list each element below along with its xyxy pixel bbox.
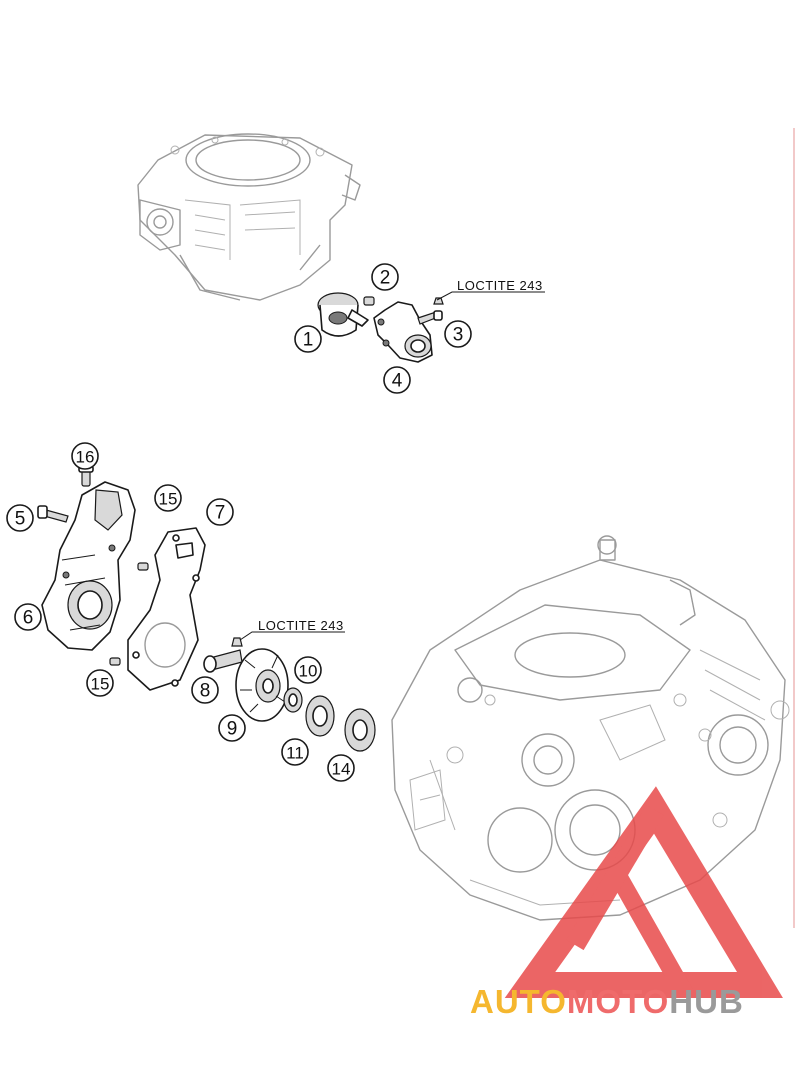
loctite-middle-leader <box>239 631 345 641</box>
callout-6: 6 <box>14 603 42 631</box>
loctite-note-top: LOCTITE 243 <box>457 278 543 293</box>
washer-hole <box>288 693 298 707</box>
callout-9: 9 <box>218 714 246 742</box>
leader-lines <box>239 291 545 641</box>
svg-text:15: 15 <box>91 675 110 694</box>
brand-part-moto: MOTO <box>566 983 670 1020</box>
svg-text:4: 4 <box>392 371 403 392</box>
inner-triangle <box>545 860 696 994</box>
callout-8: 8 <box>191 676 219 704</box>
svg-text:2: 2 <box>380 268 391 289</box>
thermostat-housing-part <box>373 301 433 363</box>
callout-15-upper: 15 <box>154 484 182 512</box>
loctite-top-leader <box>436 291 545 301</box>
callout-16: 16 <box>71 442 99 470</box>
svg-text:7: 7 <box>215 503 226 524</box>
thermostat-part <box>317 292 369 337</box>
callout-5: 5 <box>6 504 34 532</box>
callout-11: 11 <box>281 738 309 766</box>
crankcase-ghost <box>391 535 790 921</box>
triangle-stroke <box>566 804 664 951</box>
svg-text:8: 8 <box>200 681 211 702</box>
right-edge-rule <box>793 128 795 928</box>
svg-text:9: 9 <box>227 719 238 740</box>
callout-7: 7 <box>206 498 234 526</box>
callout-3: 3 <box>444 320 472 348</box>
brand-part-hub: HUB <box>669 983 744 1020</box>
thermostat-assembly <box>317 292 444 363</box>
callout-2: 2 <box>371 263 399 291</box>
svg-text:6: 6 <box>23 608 34 629</box>
seal-14-part <box>344 708 376 752</box>
callout-1: 1 <box>294 325 322 353</box>
loctite-note-middle: LOCTITE 243 <box>258 618 344 633</box>
svg-text:14: 14 <box>332 760 351 779</box>
svg-text:3: 3 <box>453 325 464 346</box>
svg-text:15: 15 <box>159 490 178 509</box>
water-pump-cover-assembly <box>37 465 376 752</box>
brand-part-auto: AUTO <box>470 983 567 1020</box>
dowel-upper-part <box>137 562 149 571</box>
watermark-triangle-logo <box>504 786 783 998</box>
gasket-part <box>127 527 206 691</box>
svg-text:10: 10 <box>299 662 318 681</box>
plug-part <box>363 296 375 306</box>
impeller-part <box>235 648 289 722</box>
screw-part <box>417 297 444 325</box>
pump-screw-part <box>203 637 243 673</box>
callout-15-lower: 15 <box>86 669 114 697</box>
svg-text:1: 1 <box>303 330 314 351</box>
svg-text:11: 11 <box>286 744 304 763</box>
callout-14: 14 <box>327 754 355 782</box>
svg-text:16: 16 <box>76 448 95 467</box>
cylinder-ghost <box>137 133 361 301</box>
callout-4: 4 <box>383 366 411 394</box>
dowel-lower-part <box>109 657 121 666</box>
svg-text:5: 5 <box>15 509 26 530</box>
seal-11-part <box>305 695 335 737</box>
pump-cover-part <box>41 481 136 651</box>
callout-10: 10 <box>294 656 322 684</box>
bolt-5-part <box>37 505 69 523</box>
watermark-brand: AUTOMOTOHUB <box>470 983 800 1023</box>
